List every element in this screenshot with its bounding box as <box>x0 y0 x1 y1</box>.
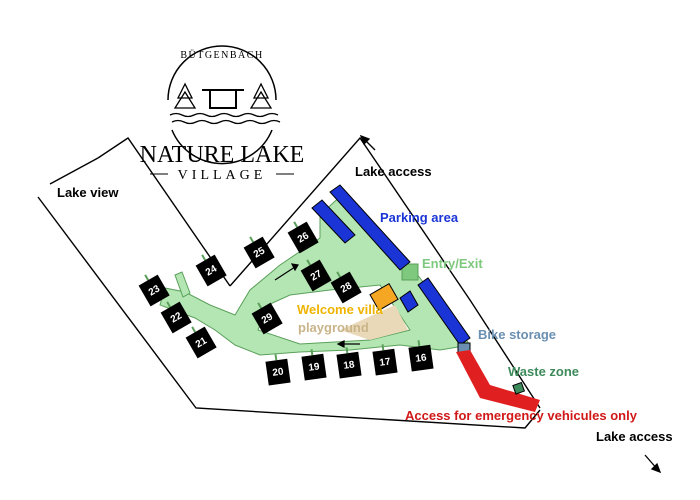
parking-area <box>311 184 471 346</box>
logo-top-text: BÜTGENBACH <box>180 49 263 61</box>
house-number: 23 <box>147 283 163 298</box>
label-welcome-villa: Welcome villa <box>297 302 384 317</box>
house-17: 17 <box>372 344 398 376</box>
house-block <box>251 302 283 335</box>
entry-exit-marker <box>401 263 419 281</box>
house-18: 18 <box>336 347 362 379</box>
house-number: 17 <box>379 356 392 369</box>
house-block <box>336 351 362 379</box>
house-path <box>257 302 262 309</box>
welcome-villa <box>369 283 399 311</box>
house-path <box>310 349 314 356</box>
house-path <box>191 326 196 333</box>
house-26: 26 <box>287 221 319 254</box>
house-path <box>249 236 254 243</box>
house-path <box>345 347 349 354</box>
house-block <box>408 344 434 372</box>
house-23: 23 <box>138 274 170 307</box>
house-20: 20 <box>265 354 291 386</box>
arrow-icon <box>274 263 360 348</box>
house-path <box>201 254 206 261</box>
house-block <box>160 301 192 334</box>
house-25: 25 <box>243 236 275 269</box>
house-path <box>336 271 341 278</box>
house-22: 22 <box>160 301 192 334</box>
house-28: 28 <box>330 271 362 304</box>
label-lake-view: Lake view <box>57 185 119 200</box>
logo: BÜTGENBACH NATURE LAKE VILLAGE <box>140 45 305 183</box>
logo-name: NATURE LAKE <box>140 142 305 168</box>
tree-icon <box>173 82 273 109</box>
house-path <box>144 274 149 281</box>
house-21: 21 <box>185 326 217 359</box>
label-playground: playground <box>298 320 369 335</box>
house-29: 29 <box>251 302 283 335</box>
house-path <box>306 259 311 266</box>
site-boundary <box>37 136 541 429</box>
house-block <box>243 236 275 269</box>
house-block <box>195 254 227 287</box>
label-lake-access-bottom: Lake access <box>596 429 673 444</box>
house-number: 19 <box>308 361 321 374</box>
house-path <box>293 221 298 228</box>
house-24: 24 <box>195 254 227 287</box>
house-number: 25 <box>252 245 268 260</box>
house-block <box>372 348 398 376</box>
house-number: 26 <box>296 230 312 245</box>
houses: 16 17 18 19 20 21 22 23 24 25 26 27 28 29 <box>138 221 434 386</box>
label-bike-storage: Bike storage <box>478 327 556 342</box>
label-lake-access-top: Lake access <box>355 164 432 179</box>
label-entry-exit: Entry/Exit <box>422 256 483 271</box>
house-block <box>185 326 217 359</box>
house-block <box>301 353 327 381</box>
house-number: 22 <box>169 310 185 325</box>
label-parking: Parking area <box>380 210 459 225</box>
label-emergency: Access for emergency vehicules only <box>405 408 638 423</box>
emergency-access-road <box>456 350 540 412</box>
house-number: 28 <box>339 280 355 295</box>
house-icon <box>202 89 244 109</box>
house-number: 20 <box>272 366 285 379</box>
house-number: 16 <box>415 352 428 365</box>
logo-arc-lower <box>171 129 273 165</box>
arrow-icon <box>359 134 662 474</box>
house-number: 27 <box>309 268 325 283</box>
label-waste-zone: Waste zone <box>508 364 579 379</box>
house-path <box>166 301 171 308</box>
house-block <box>287 221 319 254</box>
house-number: 21 <box>194 335 210 350</box>
waves-icon <box>169 112 281 125</box>
house-27: 27 <box>300 259 332 292</box>
house-number: 18 <box>343 359 356 372</box>
house-block <box>300 259 332 292</box>
house-16: 16 <box>408 340 434 372</box>
logo-arc <box>167 45 277 101</box>
house-number: 24 <box>204 263 220 278</box>
house-path <box>274 354 278 361</box>
house-block <box>138 274 170 307</box>
house-19: 19 <box>301 349 327 381</box>
house-block <box>265 358 291 386</box>
house-path <box>381 344 385 351</box>
house-path <box>417 340 421 347</box>
waste-zone <box>512 381 526 395</box>
house-block <box>330 271 362 304</box>
logo-sub: VILLAGE <box>178 168 267 183</box>
house-number: 29 <box>260 311 276 326</box>
playground-area <box>340 305 408 340</box>
